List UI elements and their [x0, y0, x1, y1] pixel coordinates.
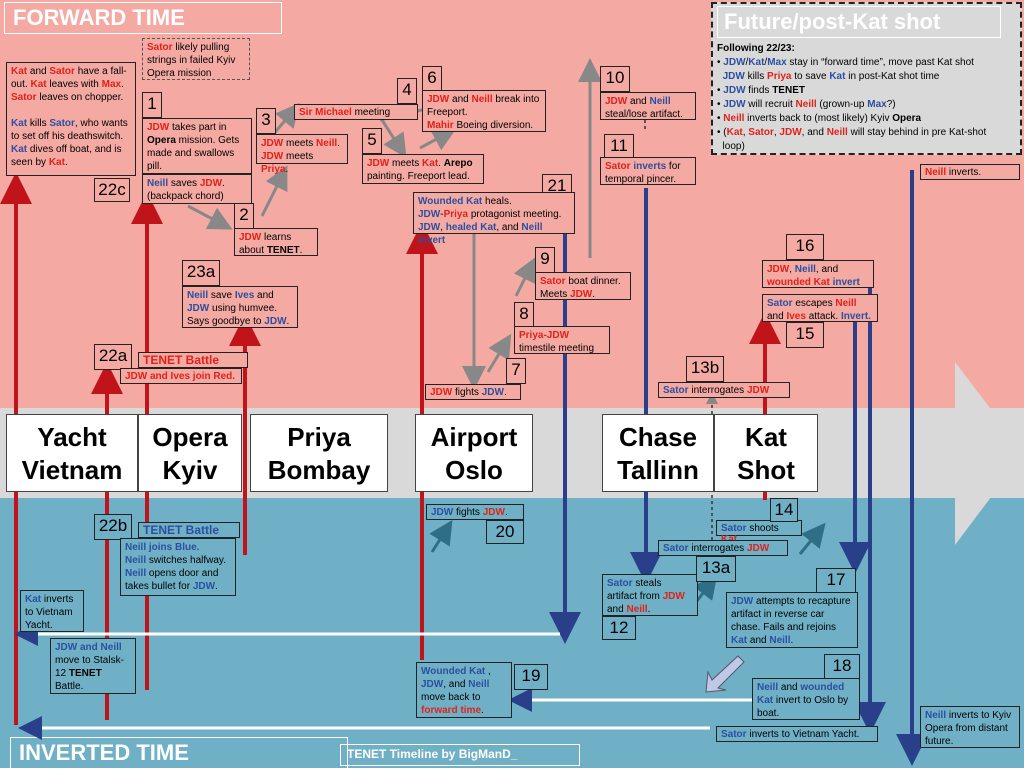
event-22a-text: JDW and Ives join Red. — [120, 368, 242, 384]
num-3: 3 — [256, 108, 276, 134]
event-5-text: JDW meets Kat. Arepo painting. Freeport … — [362, 154, 484, 184]
event-23a-text: Neill save Ives and JDW using humvee. Sa… — [182, 286, 298, 328]
num-2: 2 — [234, 203, 254, 229]
event-21-text: Wounded Kat heals.JDW-Priya protagonist … — [413, 192, 575, 246]
location-airport: Airport Oslo — [415, 414, 533, 492]
event-18-text: Neill and wounded Kat invert to Oslo by … — [752, 678, 860, 720]
future-notes: Following 22/23: • JDW/Kat/Max stay in “… — [717, 43, 987, 152]
event-17-text: JDW attempts to recapture artifact in re… — [726, 592, 858, 648]
num-5: 5 — [362, 128, 382, 154]
sator-opera-note: Sator likely pulling strings in failed K… — [142, 38, 250, 80]
credit-label: TENET Timeline by BigManD_ — [340, 744, 580, 766]
location-yacht-label: Yacht Vietnam — [21, 422, 123, 485]
event-stalsk-text: JDW and Neill move to Stalsk-12 TENET Ba… — [50, 638, 136, 694]
num-7: 7 — [506, 358, 526, 384]
num-12: 12 — [602, 616, 636, 640]
event-3-text: JDW meets Neill.JDW meets Priya. — [256, 134, 348, 175]
event-9-text: Sator boat dinner. Meets JDW. — [535, 272, 631, 300]
num-16: 16 — [786, 234, 824, 260]
event-11-text: Sator inverts for temporal pincer. — [600, 157, 696, 185]
event-6-text: JDW and Neill break into Freeport.Mahir … — [422, 90, 546, 132]
num-22a: 22a — [94, 344, 132, 370]
event-7-text: JDW fights JDW. — [425, 384, 521, 400]
event-22c-text: Kat and Sator have a fall-out. Kat leave… — [6, 62, 136, 176]
event-10-text: JDW and Neill steal/lose artifact. — [600, 92, 696, 120]
location-priya: Priya Bombay — [250, 414, 388, 492]
location-priya-label: Priya Bombay — [267, 422, 371, 485]
event-22b-text: Neill joins Blue.Neill switches halfway.… — [120, 538, 236, 596]
num-11: 11 — [604, 134, 634, 158]
num-15: 15 — [786, 322, 824, 348]
location-kat: Kat Shot — [714, 414, 818, 492]
num-10: 10 — [600, 66, 630, 92]
tenet-battle-top: TENET Battle — [138, 352, 248, 368]
event-8-text: Priya-JDW timestile meeting — [514, 326, 610, 354]
event-1-text: JDW takes part in Opera mission. Gets ma… — [142, 118, 252, 174]
num-4: 4 — [397, 78, 417, 104]
event-vietnam-sator-text: Sator inverts to Vietnam Yacht. — [716, 726, 878, 742]
num-17: 17 — [816, 568, 856, 594]
num-6: 6 — [422, 66, 442, 92]
num-22b: 22b — [94, 514, 132, 540]
num-9: 9 — [535, 247, 555, 273]
event-1b-text: Neill saves JDW. (backpack chord) — [142, 174, 252, 204]
num-23a: 23a — [182, 260, 220, 286]
num-8: 8 — [514, 302, 534, 328]
location-opera: Opera Kyiv — [138, 414, 242, 492]
num-19: 19 — [514, 664, 548, 690]
tenet-battle-bottom: TENET Battle — [138, 522, 240, 538]
num-14: 14 — [770, 498, 798, 522]
num-18: 18 — [824, 654, 860, 680]
location-opera-label: Opera Kyiv — [152, 422, 228, 485]
future-title: Future/post-Kat shot — [717, 6, 1001, 38]
event-neill-kyiv-text: Neill inverts to Kyiv Opera from distant… — [920, 706, 1020, 748]
num-13b: 13b — [686, 356, 724, 382]
event-13a-text: Sator interrogates JDW — [658, 540, 788, 556]
kat-inverts-note: Kat inverts to Vietnam Yacht. — [20, 590, 84, 632]
event-12-text: Sator steals artifact from JDW and Neill… — [602, 574, 698, 616]
num-20: 20 — [486, 520, 524, 544]
event-2-text: JDW learns about TENET. — [234, 228, 318, 256]
location-airport-label: Airport Oslo — [430, 422, 518, 485]
location-yacht: Yacht Vietnam — [6, 414, 138, 492]
event-15-text: Sator escapes Neill and Ives attack. Inv… — [762, 294, 878, 322]
event-19-text: Wounded Kat , JDW, and Neill move back t… — [416, 662, 512, 718]
location-chase-label: Chase Tallinn — [617, 422, 699, 485]
future-box: Future/post-Kat shot Following 22/23: • … — [711, 2, 1022, 155]
event-13b-text: Sator interrogates JDW — [658, 382, 790, 398]
forward-time-title: FORWARD TIME — [4, 2, 282, 34]
event-4-text: Sir Michael meeting — [294, 104, 418, 120]
num-22c: 22c — [94, 178, 130, 202]
num-1: 1 — [142, 92, 162, 118]
neill-inverts-note: Neill inverts. — [920, 164, 1020, 180]
location-kat-label: Kat Shot — [737, 422, 795, 485]
event-14-text: Sator shoots Kat — [716, 520, 802, 545]
num-13a: 13a — [696, 556, 736, 582]
location-chase: Chase Tallinn — [602, 414, 714, 492]
event-20-text: JDW fights JDW. — [426, 504, 524, 520]
event-16-text: JDW, Neill, and wounded Kat invert — [762, 260, 874, 288]
